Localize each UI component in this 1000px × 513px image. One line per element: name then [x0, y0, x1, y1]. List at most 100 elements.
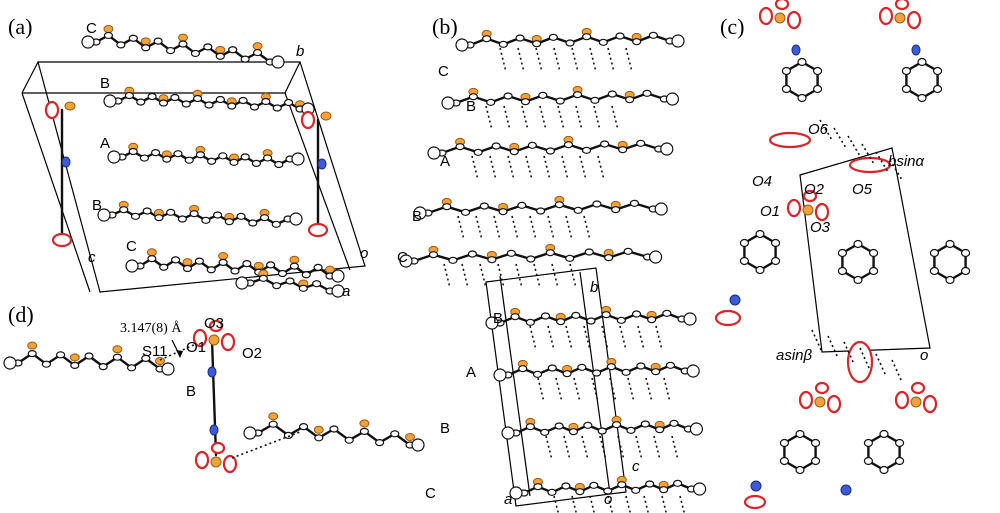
carbon-atom: [116, 41, 126, 49]
hydrogen-bond: [625, 47, 633, 73]
distance-arrow-head: [176, 350, 183, 358]
carbon-atom: [486, 98, 496, 106]
carbon-atom: [189, 210, 199, 218]
carbon-atom: [642, 89, 652, 97]
sulfur-atom: [405, 433, 415, 441]
ring-bonds: [933, 242, 967, 282]
carbon-atom: [571, 311, 581, 319]
hydrogen-bond: [891, 359, 903, 383]
molecule-label-c-bottom: C: [126, 238, 137, 255]
hydrogen-bond: [581, 435, 589, 461]
carbon-atom: [485, 316, 499, 330]
carbon-atom: [213, 211, 223, 219]
carbon-atom: [161, 362, 175, 376]
carbon-atom: [206, 266, 216, 274]
carbon-atom: [545, 249, 555, 257]
carbon-atom: [139, 154, 149, 162]
oxygen-atom: [786, 198, 802, 218]
hydrogen-bond: [565, 325, 573, 351]
carbon-atom: [359, 427, 369, 435]
carbon-atom: [151, 149, 161, 157]
hydrogen-bond: [557, 105, 565, 131]
carbon-atom: [103, 94, 117, 108]
carbon-atom: [218, 152, 228, 160]
carbon-atom: [119, 206, 129, 214]
carbon-atom: [812, 84, 823, 94]
stack-label-b-1: B: [466, 98, 476, 115]
carbon-atom: [171, 256, 181, 264]
oxygen-atom: [826, 394, 842, 414]
sulfur-atom: [155, 357, 165, 365]
carbon-atom: [141, 354, 151, 362]
carbon-atom: [755, 265, 765, 275]
hydrogen-bond: [539, 105, 547, 131]
carbon-atom: [301, 271, 311, 279]
panel-a-label: (a): [8, 14, 32, 39]
carbon-atom: [520, 98, 531, 106]
hydrogen-bond: [457, 215, 465, 241]
carbon-atom: [770, 256, 781, 266]
hydrogen-bond: [159, 343, 197, 361]
carbon-atom: [173, 150, 183, 158]
atom-label-o2: O2: [804, 181, 825, 198]
atom-label-o3: O3: [810, 219, 831, 236]
hydrogen-bond: [533, 263, 541, 289]
carbon-atom: [636, 139, 646, 147]
carbon-atom: [665, 361, 676, 369]
carbon-atom: [582, 33, 592, 41]
sulfonate-d-bottom: [194, 441, 238, 474]
carbon-atom: [194, 257, 204, 265]
atom-label-o5: O5: [852, 181, 873, 198]
carbon-atom: [159, 263, 169, 271]
oxygen-atom: [194, 450, 210, 470]
carbon-atom: [781, 66, 792, 76]
hydrogen-bond: [543, 155, 551, 181]
panel-b-label: (b): [432, 14, 458, 39]
donor-molecule-right: [243, 412, 425, 452]
carbon-atom: [660, 142, 674, 156]
panel-b: (b) C B A B C B A B C b c a o: [397, 14, 707, 513]
sulfur-atom: [182, 258, 193, 267]
donor-molecule-left: [3, 341, 175, 376]
sulfur-atom: [268, 412, 279, 421]
stack-label-a-2: A: [466, 364, 476, 381]
carbon-atom: [636, 362, 646, 370]
hydrogen-bond: [497, 263, 505, 289]
carbon-atom: [853, 239, 863, 249]
carbon-atom: [215, 52, 225, 60]
oxygen-atom: [894, 0, 910, 11]
oxygen-atom: [758, 6, 774, 26]
carbon-atom: [344, 436, 354, 444]
carbon-atom: [535, 207, 546, 215]
hydrogen-bond: [493, 215, 501, 241]
hydrogen-bond: [619, 325, 627, 351]
ring-bonds: [905, 60, 939, 100]
hydrogen-bond: [485, 105, 493, 131]
carbon-atom: [235, 276, 249, 290]
oxygen-atom: [210, 441, 226, 455]
hydrogen-bond: [601, 325, 609, 351]
nitrogen-atom: [61, 156, 71, 168]
carbon-atom: [329, 425, 339, 433]
carbon-atom: [795, 465, 805, 475]
sulfur-atom: [64, 101, 76, 111]
stacks-b: [399, 27, 707, 513]
hydrogen-bond: [529, 215, 537, 241]
hydrogen-bond: [811, 329, 823, 353]
carbon-atom: [473, 148, 483, 156]
carbon-atom: [266, 261, 276, 269]
nitrogen-atom: [209, 424, 219, 436]
carbon-atom: [448, 256, 458, 264]
sulfur-atom: [359, 419, 370, 428]
carbon-atom: [640, 420, 650, 428]
hydrogen-bond: [561, 155, 569, 181]
carbon-atom: [467, 250, 477, 258]
carbon-atom: [190, 49, 201, 58]
chains-a: [81, 25, 345, 298]
carbon-atom: [581, 146, 592, 154]
oxygen-atom: [300, 110, 316, 130]
sulfur-atom: [910, 396, 922, 408]
carbon-atom: [166, 208, 176, 216]
panel-a: (a) C B A B C b c o a: [8, 14, 368, 300]
carbon-atom: [526, 255, 536, 263]
